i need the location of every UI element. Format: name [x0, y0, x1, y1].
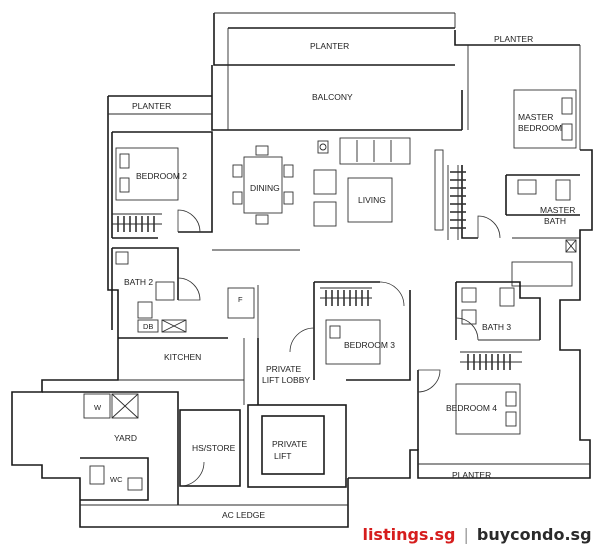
label-planter-top: PLANTER	[310, 41, 349, 51]
tv-console	[434, 149, 444, 231]
label-kitchen: KITCHEN	[164, 352, 201, 362]
label-balcony: BALCONY	[312, 92, 353, 102]
bedroom-4	[417, 351, 522, 450]
dining-table	[243, 156, 283, 214]
label-db: DB	[143, 322, 153, 331]
balcony	[211, 65, 462, 131]
master-bedroom	[447, 89, 580, 240]
label-wc: WC	[110, 475, 123, 484]
label-private-lift-1: PRIVATE	[272, 439, 307, 449]
toilet-3	[499, 287, 515, 307]
label-dining: DINING	[250, 183, 280, 193]
label-bath-2: BATH 2	[124, 277, 153, 287]
label-master-bath-2: BATH	[544, 216, 566, 226]
basin-2	[155, 281, 175, 301]
label-bedroom-2: BEDROOM 2	[136, 171, 187, 181]
label-planter-left: PLANTER	[132, 101, 171, 111]
label-ac-ledge: AC LEDGE	[222, 510, 265, 520]
label-washer: W	[94, 403, 102, 412]
label-bath-3: BATH 3	[482, 322, 511, 332]
watermark: listings.sg | buycondo.sg	[360, 516, 594, 552]
planter-top	[213, 12, 456, 66]
label-lift-lobby-2: LIFT LOBBY	[262, 375, 310, 385]
washer	[83, 393, 111, 419]
fridge	[227, 287, 255, 319]
living	[212, 137, 444, 251]
outer-walls	[11, 149, 593, 528]
label-bedroom-3: BEDROOM 3	[344, 340, 395, 350]
dining	[232, 145, 294, 225]
label-lift-lobby-1: PRIVATE	[266, 364, 301, 374]
planter-top-right	[454, 30, 581, 150]
bedroom-2	[111, 131, 213, 239]
yard	[42, 391, 179, 505]
watermark-buycondo: buycondo.sg	[476, 524, 592, 544]
label-master-bedroom-1: MASTER	[518, 112, 553, 122]
label-bedroom-4: BEDROOM 4	[446, 403, 497, 413]
bedroom-3	[314, 281, 411, 381]
master-bath	[505, 174, 580, 287]
kitchen	[118, 285, 259, 405]
db-box	[137, 319, 159, 333]
planter-left	[107, 95, 212, 240]
watermark-separator: |	[463, 524, 469, 544]
label-master-bedroom-2: BEDROOM	[518, 123, 562, 133]
label-master-bath-1: MASTER	[540, 205, 575, 215]
label-fridge: F	[238, 295, 243, 304]
label-living: LIVING	[358, 195, 386, 205]
private-lift	[247, 404, 347, 488]
toilet	[555, 179, 571, 201]
hs-store	[179, 409, 241, 487]
label-planter-bottom: PLANTER	[452, 470, 491, 480]
basin	[517, 179, 537, 195]
label-private-lift-2: LIFT	[274, 451, 291, 461]
bathtub	[511, 261, 573, 287]
label-yard: YARD	[114, 433, 137, 443]
label-hs-store: HS/STORE	[192, 443, 236, 453]
watermark-listings: listings.sg	[362, 524, 456, 544]
toilet-2	[137, 301, 153, 319]
toilet-wc	[89, 465, 105, 485]
bath-2	[111, 247, 201, 333]
label-planter-top-right: PLANTER	[494, 34, 533, 44]
coffee-table	[347, 177, 393, 223]
sofa	[339, 137, 411, 165]
bath-3	[455, 281, 541, 341]
